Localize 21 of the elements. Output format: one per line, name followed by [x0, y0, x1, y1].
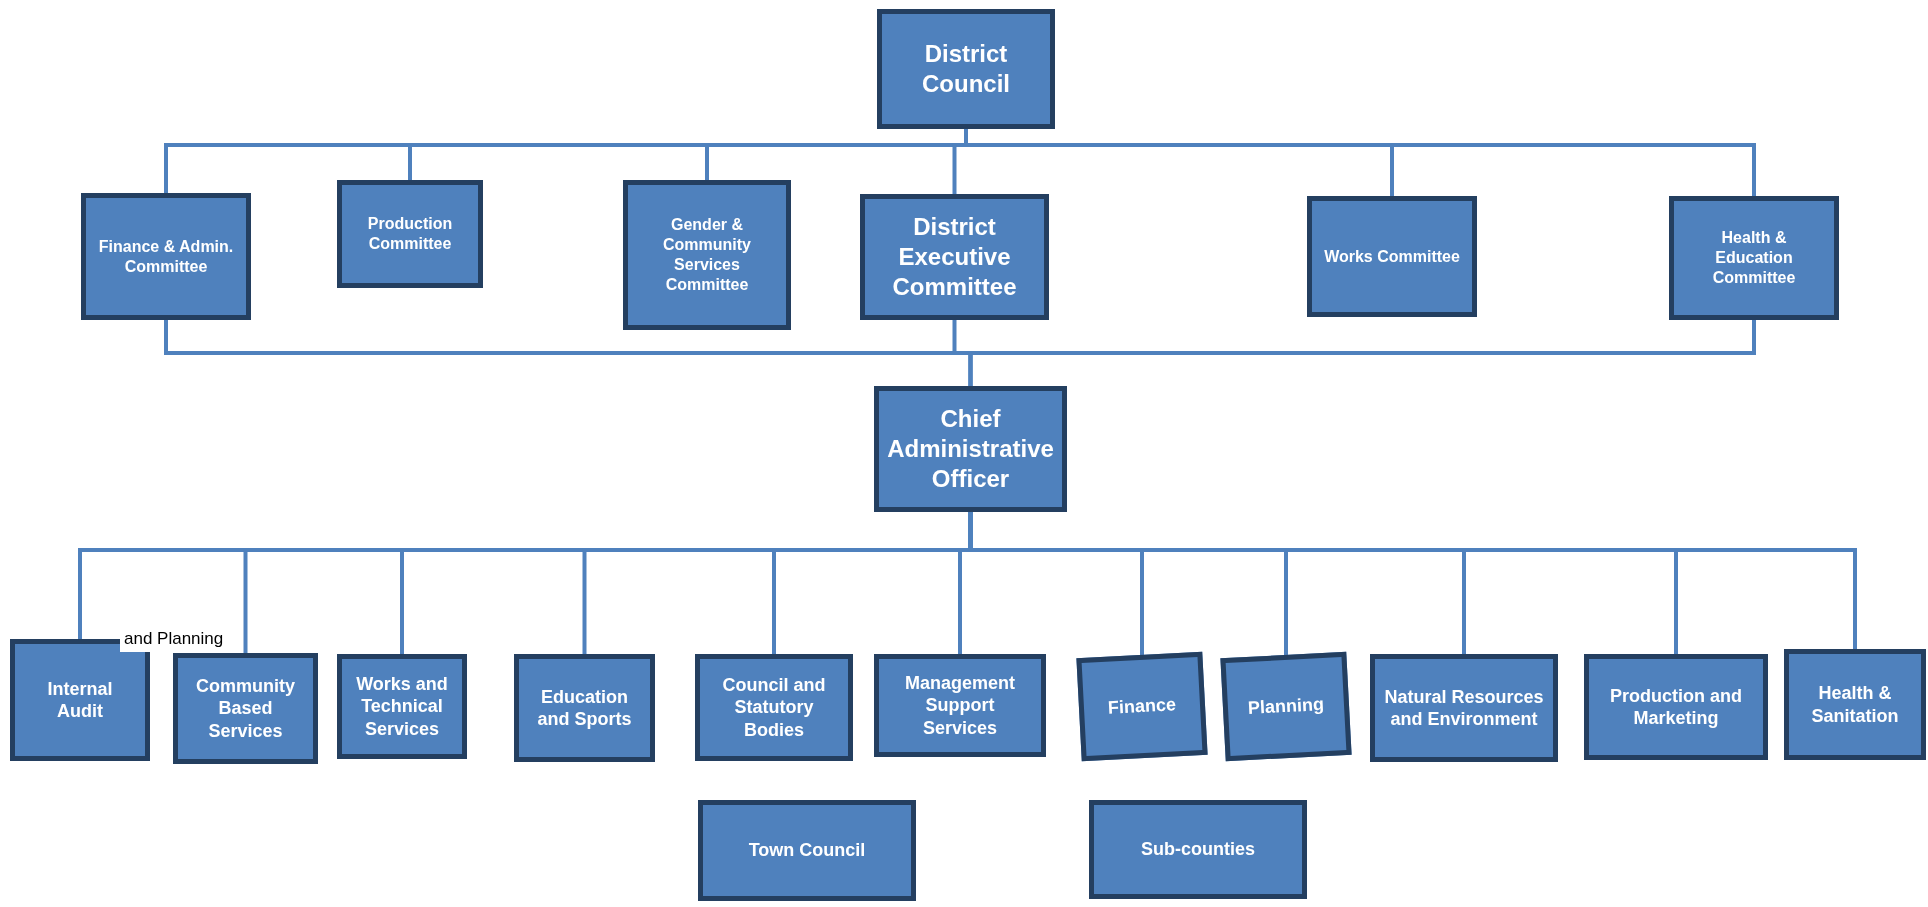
org-box: Finance & Admin. Committee — [81, 193, 251, 320]
org-box: Production and Marketing — [1584, 654, 1768, 760]
org-box: Planning — [1220, 651, 1352, 762]
org-box: Health & Education Committee — [1669, 196, 1839, 320]
org-box: Community Based Services — [173, 653, 318, 764]
org-box: Town Council — [698, 800, 916, 901]
org-box: Sub-counties — [1089, 800, 1307, 899]
org-box: Works Committee — [1307, 196, 1477, 317]
org-box: Council and Statutory Bodies — [695, 654, 853, 761]
org-box: Education and Sports — [514, 654, 655, 762]
org-box: Gender & Community Services Committee — [623, 180, 791, 330]
org-box: Natural Resources and Environment — [1370, 654, 1558, 762]
org-box: Works and Technical Services — [337, 654, 467, 759]
org-box: Finance — [1076, 651, 1208, 762]
org-box: Health & Sanitation — [1784, 649, 1926, 760]
org-box: Chief Administrative Officer — [874, 386, 1067, 512]
connector-line — [968, 320, 1756, 386]
org-box: Production Committee — [337, 180, 483, 288]
org-box: Management Support Services — [874, 654, 1046, 757]
org-box: District Council — [877, 9, 1055, 129]
org-box: District Executive Committee — [860, 194, 1049, 320]
